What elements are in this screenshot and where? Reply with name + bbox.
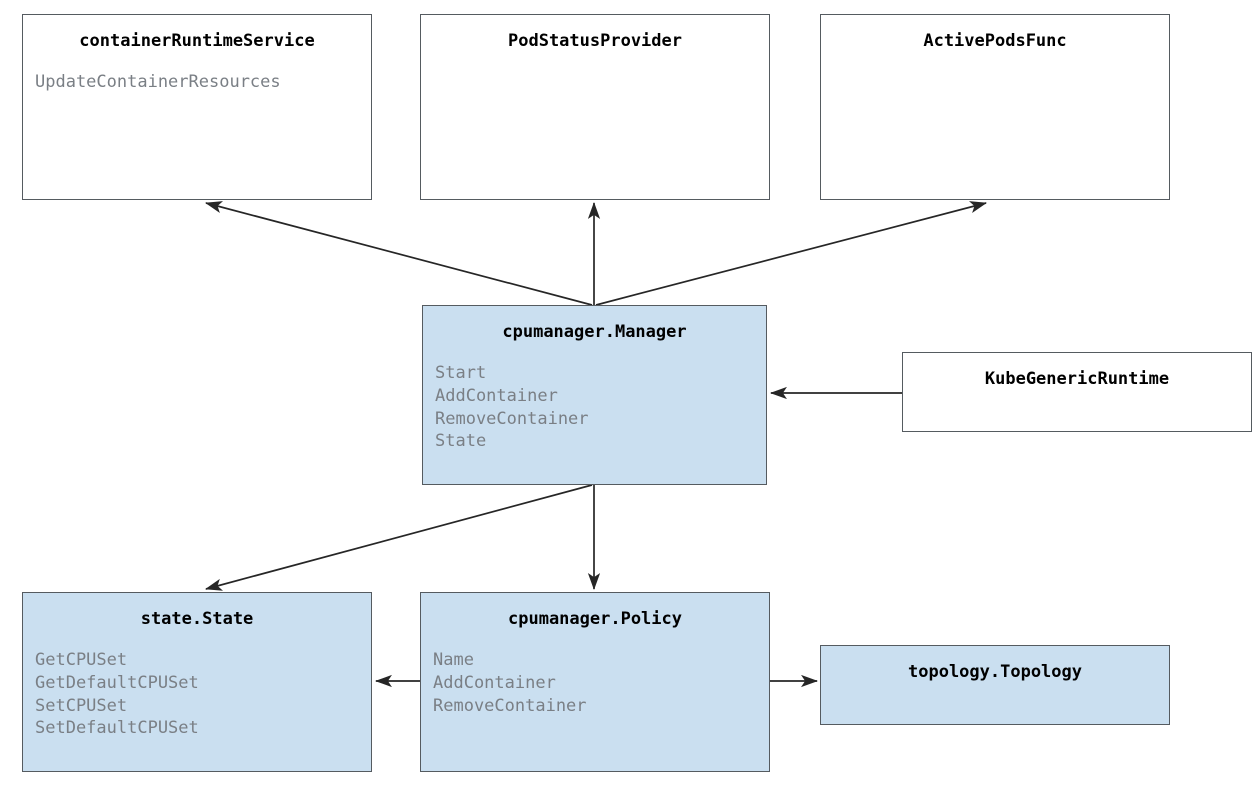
node-title: KubeGenericRuntime [984,369,1170,389]
node-method: SetCPUSet [35,695,128,716]
node-method: UpdateContainerResources [35,72,281,92]
node-title: cpumanager.Manager [502,322,687,342]
node-method: AddContainer [433,672,556,693]
node-method: State [435,431,487,452]
edge-manager-to-stateState [205,484,593,591]
node-method: SetDefaultCPUSet [35,718,199,739]
node-method: RemoveContainer [433,695,587,716]
node-method: Name [433,650,474,670]
node-method: Start [435,363,487,383]
node-title: cpumanager.Policy [508,609,682,629]
node-title: topology.Topology [908,662,1082,682]
node-method-list: UpdateContainerResources [35,71,371,94]
node-title: containerRuntimeService [79,31,315,51]
node-active-pods-func[interactable]: ActivePodsFunc [820,14,1170,200]
node-method: AddContainer [435,385,558,406]
node-title: state.State [140,609,254,629]
node-container-runtime-service[interactable]: containerRuntimeService UpdateContainerR… [22,14,372,200]
node-method: GetDefaultCPUSet [35,672,199,693]
edge-manager-to-containerRuntimeService [205,201,593,306]
node-title: ActivePodsFunc [923,31,1067,51]
node-method: RemoveContainer [435,408,589,429]
node-title: PodStatusProvider [508,31,682,51]
node-kube-generic-runtime[interactable]: KubeGenericRuntime [902,352,1252,432]
node-method: GetCPUSet [35,650,128,670]
node-pod-status-provider[interactable]: PodStatusProvider [420,14,770,200]
node-topology-topology[interactable]: topology.Topology [820,645,1170,725]
edge-manager-to-activePodsFunc [595,201,987,306]
